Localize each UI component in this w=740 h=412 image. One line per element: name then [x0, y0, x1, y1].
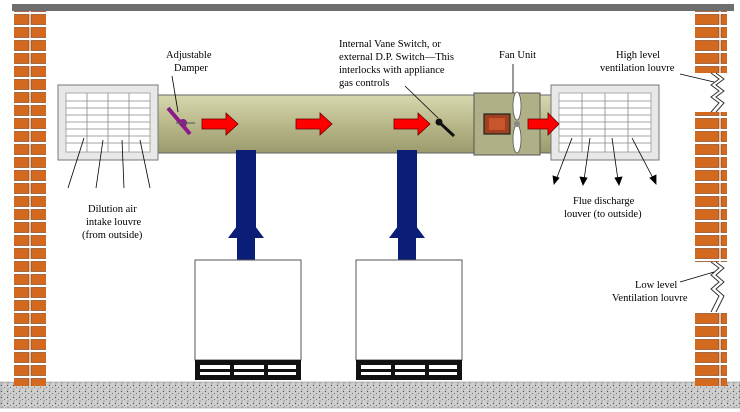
label-adjustable-damper-1: Adjustable: [166, 50, 212, 61]
label-vane-switch-3: interlocks with appliance: [339, 65, 445, 76]
label-low-level-1: Low level: [635, 280, 677, 291]
label-dilution-2: intake louvre: [86, 217, 141, 228]
airflow-arrow-3: [393, 112, 431, 136]
high-level-louvre-icon: [710, 72, 720, 113]
label-flue-discharge-2: louver (to outside): [564, 209, 642, 220]
right-wall-middle: [695, 112, 727, 262]
flue-pipe-left: [228, 150, 264, 260]
leader-lines: [67, 64, 715, 283]
label-adjustable-damper-2: Damper: [174, 63, 208, 74]
vane-switch-icon: [435, 118, 456, 138]
appliance-right: [355, 259, 463, 380]
airflow-arrow-1: [201, 112, 239, 136]
label-high-level-1: High level: [616, 50, 660, 61]
damper-icon: [166, 106, 195, 136]
left-brick-wall: [14, 11, 46, 386]
label-vane-switch-1: Internal Vane Switch, or: [339, 39, 441, 50]
label-dilution-3: (from outside): [82, 230, 143, 241]
label-vane-switch-4: gas controls: [339, 78, 389, 89]
floor: [0, 381, 740, 409]
right-wall-upper: [695, 11, 727, 73]
label-low-level-2: Ventilation louvre: [612, 293, 688, 304]
airflow-arrow-4: [527, 112, 560, 136]
flue-discharge-louvre: [550, 84, 660, 161]
flue-pipe-right: [389, 150, 425, 260]
appliance-left: [194, 259, 302, 380]
label-dilution-1: Dilution air: [88, 204, 137, 215]
ceiling: [12, 4, 734, 11]
label-vane-switch-2: external D.P. Switch—This: [339, 52, 454, 63]
label-fan-unit: Fan Unit: [499, 50, 536, 61]
airflow-arrows: [201, 112, 560, 136]
low-level-louvre-icon: [710, 261, 720, 313]
label-high-level-2: ventilation louvre: [600, 63, 675, 74]
label-flue-discharge-1: Flue discharge: [573, 196, 635, 207]
dilution-intake-louvre: [57, 84, 159, 161]
discharge-arrows: [552, 137, 657, 186]
airflow-arrow-2: [295, 112, 333, 136]
right-wall-lower: [695, 312, 727, 386]
